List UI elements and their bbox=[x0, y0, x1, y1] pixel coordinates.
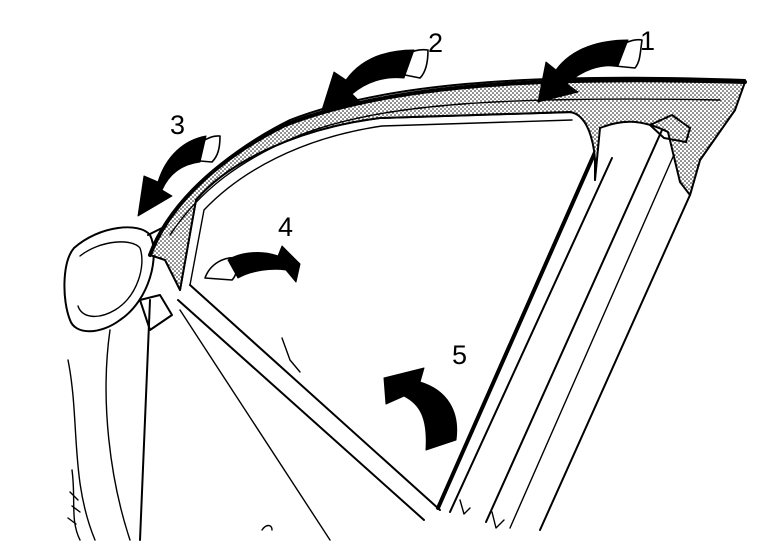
callout-5: 5 bbox=[452, 340, 467, 370]
arrow-5 bbox=[383, 367, 458, 451]
arrow-2 bbox=[321, 48, 429, 111]
arrow-4 bbox=[204, 245, 301, 283]
callout-4: 4 bbox=[278, 212, 293, 242]
arrow-1 bbox=[537, 39, 643, 103]
callout-2: 2 bbox=[428, 28, 443, 58]
trim-end-clip bbox=[649, 114, 691, 143]
trim-inner-line bbox=[169, 98, 721, 236]
callout-3: 3 bbox=[170, 110, 185, 140]
car-door bbox=[67, 76, 746, 541]
trim-outer-edge bbox=[148, 78, 747, 257]
arrow-3 bbox=[137, 135, 221, 217]
callout-1: 1 bbox=[640, 26, 655, 56]
